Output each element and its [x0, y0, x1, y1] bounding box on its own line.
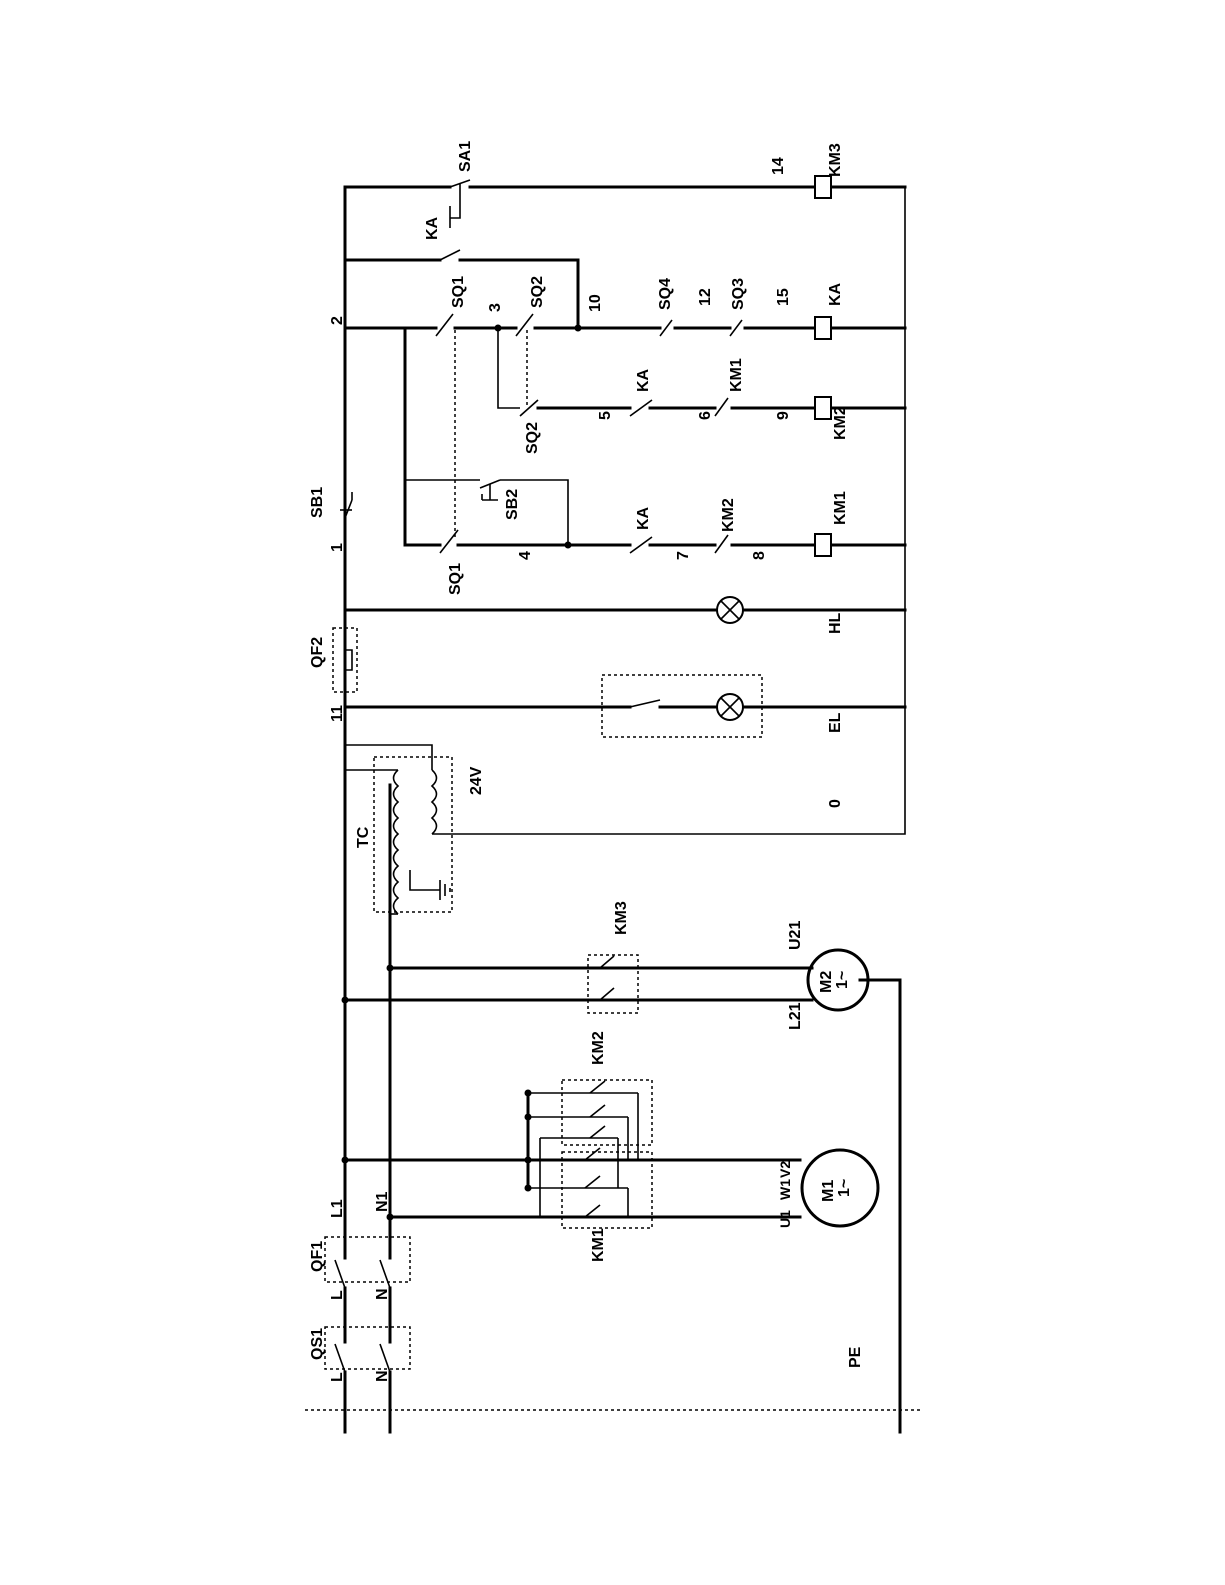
sa1-switch: [450, 180, 470, 228]
label-u1: U1: [777, 1210, 793, 1228]
label-2: 2: [329, 316, 346, 325]
sb2-start-button: [480, 480, 500, 500]
label-sq2-a: SQ2: [529, 276, 546, 308]
label-m1-phase: 1~: [836, 1179, 853, 1197]
label-7: 7: [675, 551, 692, 560]
label-sq1-a: SQ1: [450, 276, 467, 308]
label-ka-3: KA: [635, 506, 652, 530]
el-lamp-icon: [717, 694, 743, 720]
label-l1: L1: [329, 1199, 346, 1218]
label-qf1: QF1: [309, 1241, 326, 1272]
row-km1: [405, 328, 905, 545]
label-sb2: SB2: [504, 489, 521, 520]
label-11: 11: [329, 705, 346, 722]
km3-coil: [815, 176, 831, 198]
label-km1-main: KM1: [590, 1228, 607, 1262]
ground-icon: [410, 870, 450, 900]
label-8: 8: [751, 551, 768, 560]
label-14: 14: [770, 157, 787, 175]
label-v2: V2: [777, 1161, 793, 1178]
label-1: 1: [329, 543, 346, 552]
label-ka-sa: KA: [424, 216, 441, 240]
label-sb1: SB1: [309, 487, 326, 518]
label-pe: PE: [847, 1346, 864, 1368]
qf1-breaker: [325, 1237, 410, 1288]
label-km2-nc: KM2: [720, 498, 737, 532]
label-el: EL: [827, 712, 844, 733]
label-m1: M1: [820, 1180, 837, 1202]
label-qs1: QS1: [309, 1328, 326, 1360]
label-sq1-b: SQ1: [447, 563, 464, 595]
km1-coil: [815, 534, 831, 556]
qs1-switch: [325, 1327, 410, 1372]
label-ka-2: KA: [635, 368, 652, 392]
primary-winding: [394, 770, 399, 914]
label-12: 12: [697, 288, 714, 306]
label-km1-coil: KM1: [832, 491, 849, 525]
label-km3-main: KM3: [613, 901, 630, 935]
label-m2: M2: [818, 971, 835, 993]
label-hl: HL: [827, 612, 844, 634]
control-circuit: [333, 176, 905, 737]
ka-coil: [815, 317, 831, 339]
label-0: 0: [827, 799, 844, 808]
km2-coil: [815, 397, 831, 419]
label-5: 5: [597, 411, 614, 420]
label-l-in: L: [329, 1372, 346, 1382]
label-n1: N1: [374, 1191, 391, 1212]
label-15: 15: [775, 288, 792, 306]
label-4: 4: [517, 551, 534, 560]
label-10: 10: [587, 294, 604, 312]
label-l21: L21: [787, 1002, 804, 1030]
label-km1-nc: KM1: [728, 358, 745, 392]
km3-contacts: [588, 955, 638, 1013]
label-sq3: SQ3: [730, 278, 747, 310]
label-ka-coil: KA: [827, 282, 844, 306]
label-6: 6: [697, 411, 714, 420]
control-rail: [345, 187, 905, 707]
power-circuit: [305, 187, 920, 1432]
hl-lamp-icon: [717, 597, 743, 623]
label-tc: TC: [355, 826, 372, 848]
label-sq2-b: SQ2: [524, 422, 541, 454]
label-sa1: SA1: [457, 141, 474, 172]
label-9: 9: [775, 411, 792, 420]
label-m2-phase: 1~: [834, 971, 851, 989]
label-sq4: SQ4: [657, 278, 674, 310]
secondary-winding: [432, 770, 437, 834]
label-km2-main: KM2: [590, 1031, 607, 1065]
label-l-mid: L: [329, 1290, 346, 1300]
label-w1: W1: [777, 1179, 793, 1200]
label-u21: U21: [787, 921, 804, 950]
label-3: 3: [487, 303, 504, 312]
label-km3-coil: KM3: [827, 143, 844, 177]
wire-PE: [860, 980, 900, 1432]
label-km2-coil: KM2: [832, 406, 849, 440]
label-n-mid: N: [374, 1288, 391, 1300]
label-qf2: QF2: [309, 637, 326, 668]
label-n-in: N: [374, 1370, 391, 1382]
label-24v: 24V: [468, 766, 485, 795]
